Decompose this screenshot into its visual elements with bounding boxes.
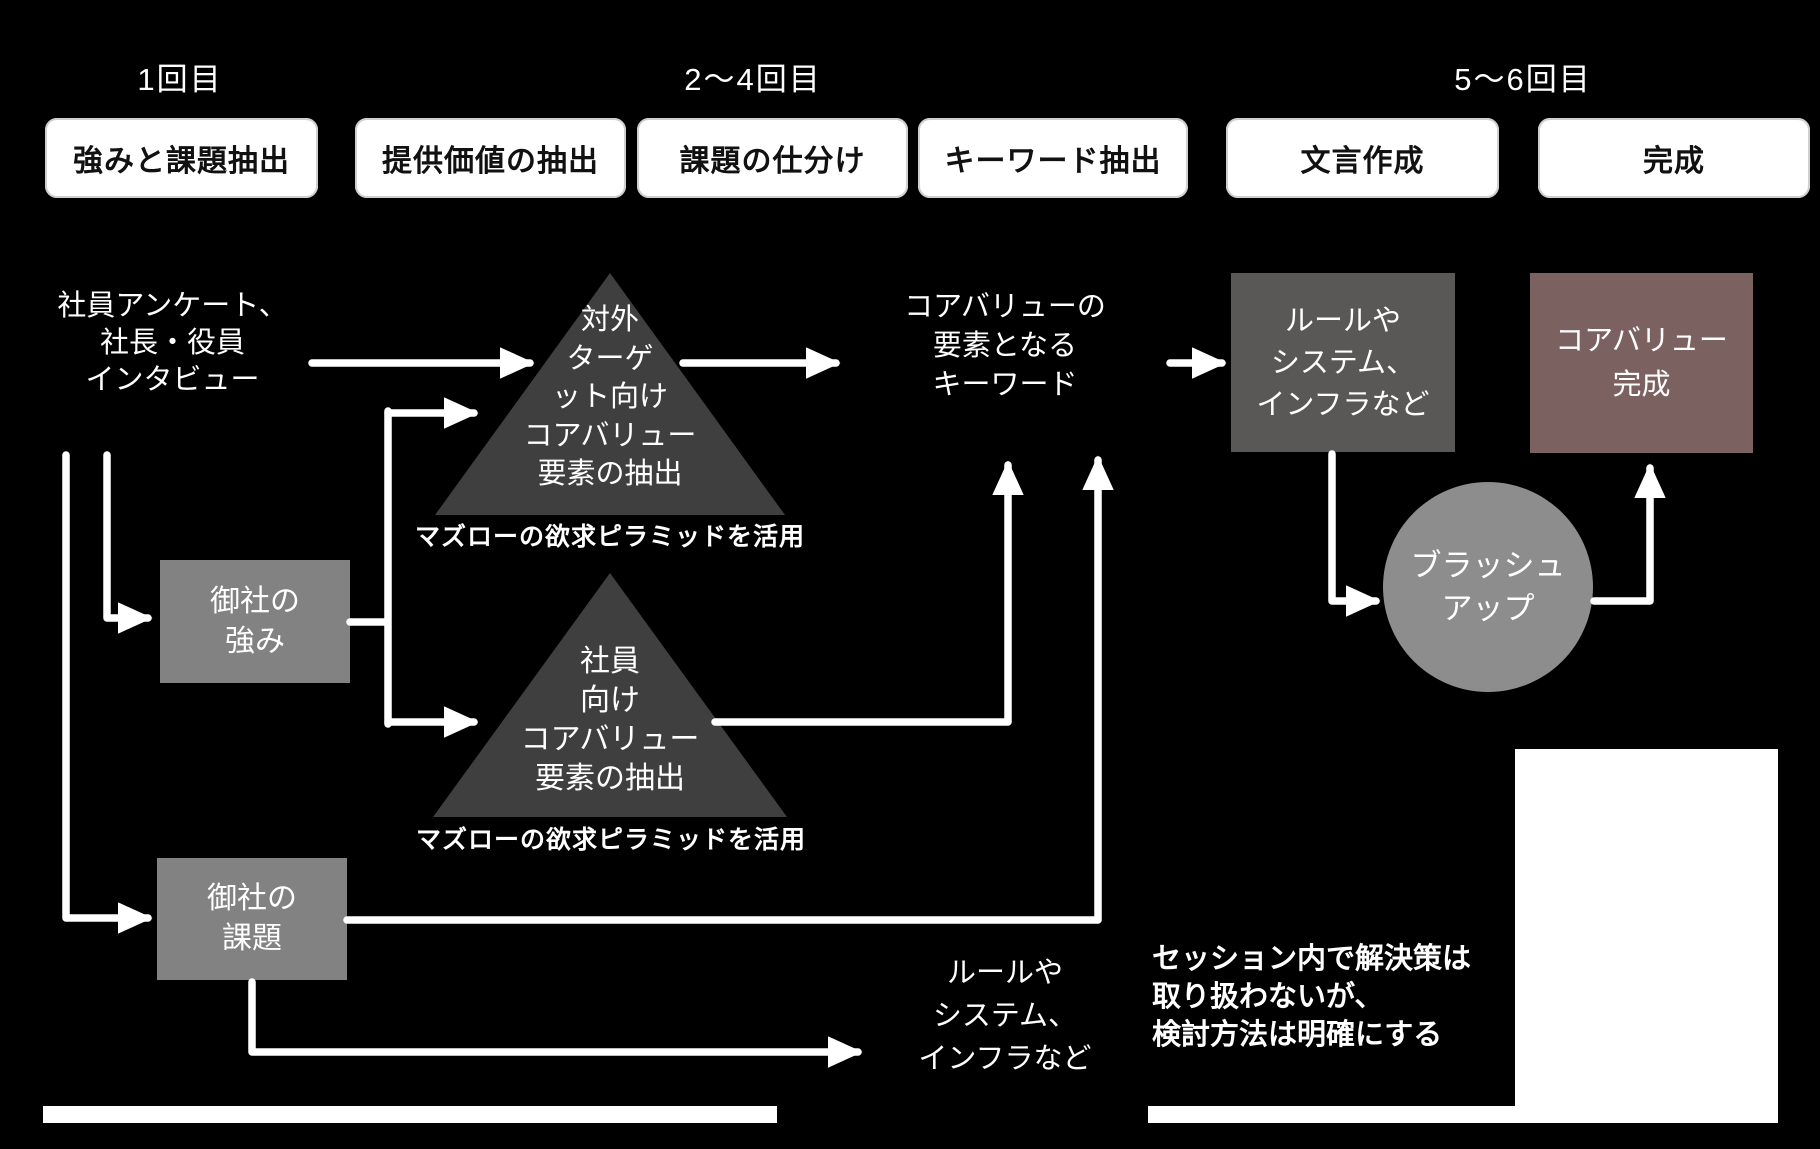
rules-system-infra-box: ルールや システム、 インフラなど [1231, 273, 1455, 452]
pyramid-external-target-text: 対外 ターゲ ット向け コアバリュー 要素の抽出 [523, 304, 697, 490]
source-input-text: 社員アンケート、 社長・役員 インタビュー [57, 290, 288, 396]
step-box-wording: 文言作成 [1226, 118, 1499, 198]
step-box-keyword-extraction: キーワード抽出 [918, 118, 1188, 198]
company-issues-box: 御社の 課題 [157, 858, 347, 980]
phase-label-round2-4: 2〜4回目 [684, 62, 822, 97]
company-strengths-box: 御社の 強み [160, 560, 350, 683]
arrow-source-to-strengths [103, 451, 153, 634]
step-box-strengths-issues: 強みと課題抽出 [45, 118, 318, 198]
arrow-rules-box-to-brushup [1328, 450, 1381, 617]
connector-strengths-split [346, 407, 392, 728]
session-note: セッション内で解決策は 取り扱わないが、 検討方法は明確にする [1152, 943, 1472, 1051]
arrow-source-to-issues [62, 451, 153, 934]
step-box-value-extraction: 提供価値の抽出 [355, 118, 626, 198]
arrow-issues-to-rules-note [248, 978, 863, 1068]
step-box-complete: 完成 [1538, 118, 1810, 198]
maslow-caption-1: マズローの欲求ピラミッドを活用 [414, 523, 806, 551]
phase-label-round5-6: 5〜6回目 [1454, 62, 1592, 97]
brushup-circle: ブラッシュ アップ [1383, 482, 1593, 692]
arrow-brushup-to-complete [1590, 463, 1666, 605]
bottom-left-bar [43, 1106, 777, 1123]
pyramid-employee-text: 社員 向け コアバリュー 要素の抽出 [520, 645, 700, 795]
keywords-text: コアバリューの 要素となる キーワード [904, 291, 1106, 401]
core-value-complete-box: コアバリュー 完成 [1530, 273, 1753, 453]
maslow-caption-2: マズローの欲求ピラミッドを活用 [415, 826, 807, 854]
rules-note-text: ルールや システム、 インフラなど [918, 957, 1092, 1075]
step-box-issue-sorting: 課題の仕分け [637, 118, 908, 198]
bottom-right-panel [1515, 749, 1778, 1123]
phase-label-round1: 1回目 [137, 62, 223, 97]
